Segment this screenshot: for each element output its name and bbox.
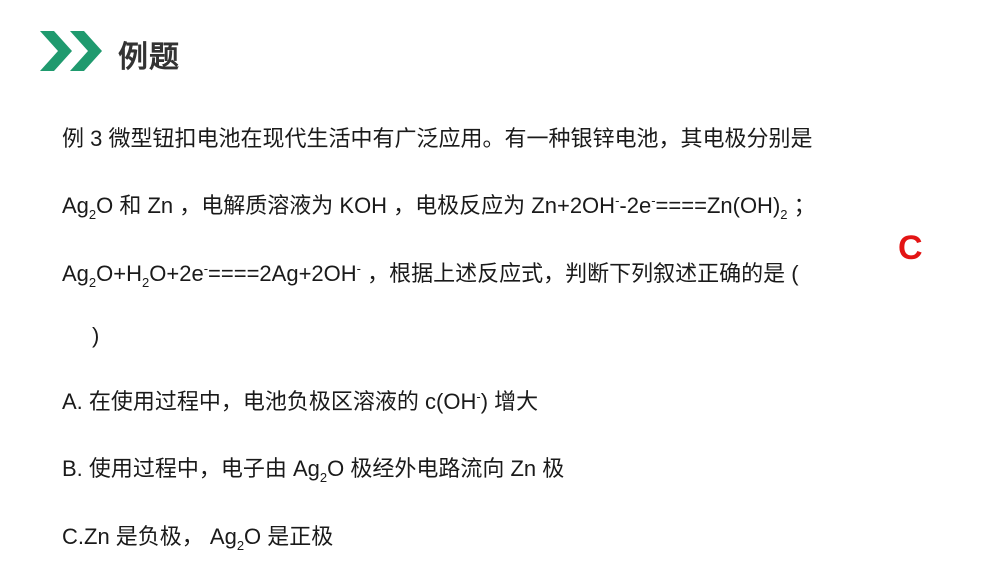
question-line-1: 例 3 微型钮扣电池在现代生活中有广泛应用。有一种银锌电池，其电极分别是: [62, 126, 813, 151]
answer-label: C: [898, 229, 923, 267]
double-chevron-right-icon: [40, 31, 106, 71]
option-c: C.Zn 是负极， Ag2O 是正极: [62, 524, 334, 553]
option-a: A. 在使用过程中，电池负极区溶液的 c(OH-) 增大: [62, 389, 539, 414]
section-header: [40, 30, 106, 72]
question-line-2: Ag2O 和 Zn ，电解质溶液为 KOH ，电极反应为 Zn+2OH--2e-…: [62, 193, 816, 222]
question-line-3: Ag2O+H2O+2e-====2Ag+2OH- ，根据上述反应式，判断下列叙述…: [62, 261, 799, 290]
page-title: 例题: [118, 41, 180, 74]
question-line-4: ): [92, 323, 100, 348]
option-b: B. 使用过程中，电子由 Ag2O 极经外电路流向 Zn 极: [62, 456, 565, 485]
